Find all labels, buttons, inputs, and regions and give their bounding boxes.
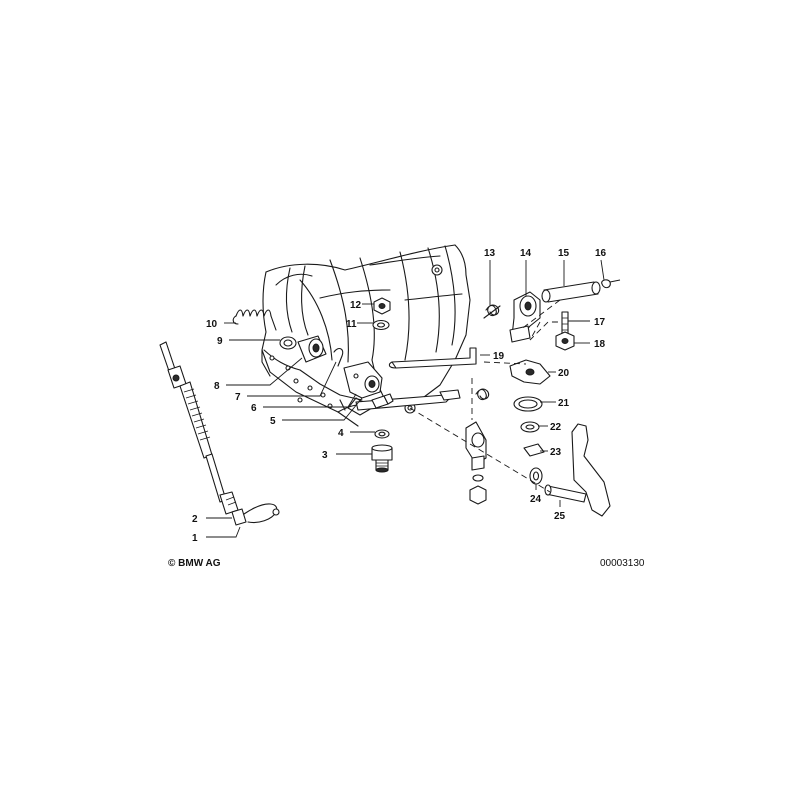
drawing-number: 00003130 — [600, 558, 645, 569]
callout-21: 21 — [558, 398, 570, 409]
clip-23 — [523, 443, 545, 457]
spring-ring-21 — [513, 396, 543, 412]
callout-20: 20 — [558, 368, 570, 379]
callout-17: 17 — [594, 317, 606, 328]
callout-18: 18 — [594, 339, 606, 350]
nut-12 — [373, 297, 391, 315]
bolt-5 — [371, 393, 394, 409]
washer-11 — [372, 319, 390, 331]
callout-3: 3 — [322, 450, 328, 461]
screw-plug-3 — [371, 444, 393, 473]
callout-23: 23 — [550, 447, 562, 458]
callout-11: 11 — [346, 319, 357, 330]
callout-25: 25 — [554, 511, 566, 522]
transmission-housing — [261, 244, 471, 427]
selector-lever-25 — [544, 423, 611, 517]
callout-15: 15 — [558, 248, 570, 259]
lever-14 — [509, 291, 541, 343]
clip-7 — [333, 347, 344, 367]
callout-10: 10 — [206, 319, 218, 330]
callout-14: 14 — [520, 248, 532, 259]
shift-rod-19 — [388, 347, 477, 369]
seal-ring-9 — [279, 336, 297, 350]
detent-lever-6 — [343, 361, 383, 399]
callout-12: 12 — [350, 300, 362, 311]
washer-4 — [374, 429, 390, 439]
callout-13: 13 — [484, 248, 496, 259]
callout-24: 24 — [530, 494, 542, 505]
callout-22: 22 — [550, 422, 562, 433]
assembly-lines — [409, 299, 561, 493]
callout-4: 4 — [338, 428, 344, 439]
intermediate-lever — [465, 388, 490, 505]
callout-16: 16 — [595, 248, 607, 259]
clip-16 — [601, 279, 621, 289]
callout-1: 1 — [192, 533, 198, 544]
washer-22 — [520, 421, 540, 433]
shaft-seal-8 — [297, 335, 327, 363]
callout-2: 2 — [192, 514, 198, 525]
copyright-notice: © BMW AG — [168, 558, 221, 569]
callout-8: 8 — [214, 381, 220, 392]
callout-9: 9 — [217, 336, 223, 347]
callout-labels: 1 2 3 4 5 6 7 8 9 10 11 12 13 14 15 16 1… — [192, 248, 607, 544]
spring-10 — [232, 309, 277, 331]
selector-cable — [159, 341, 280, 526]
pin-17 — [561, 311, 569, 335]
spring-13 — [483, 304, 501, 319]
shaft-15 — [541, 281, 601, 303]
callout-5: 5 — [270, 416, 276, 427]
callout-7: 7 — [235, 392, 241, 403]
callout-19: 19 — [493, 351, 505, 362]
detent-plate-20 — [509, 359, 551, 385]
callout-6: 6 — [251, 403, 257, 414]
nut-18 — [555, 331, 575, 351]
leader-lines — [206, 259, 605, 538]
